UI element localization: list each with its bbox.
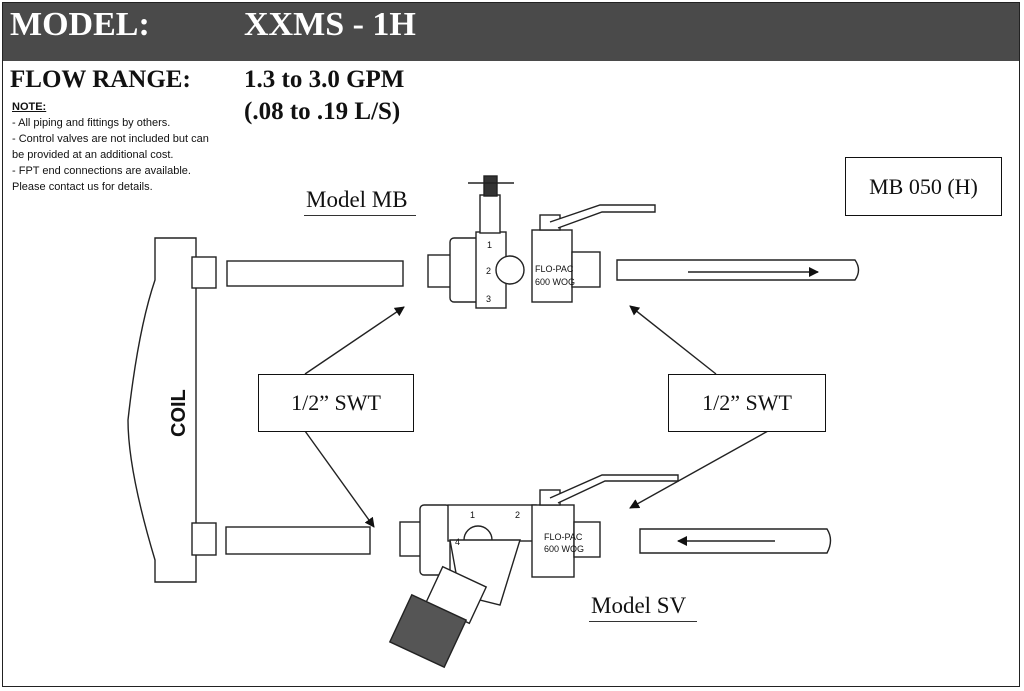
coil-label: COIL bbox=[168, 389, 190, 437]
swt-left-box: 1/2” SWT bbox=[258, 374, 414, 432]
coil-lower-stub bbox=[191, 522, 217, 556]
sv-rating: 600 WOG bbox=[544, 544, 584, 554]
flow-range-label: FLOW RANGE: bbox=[10, 66, 191, 93]
notes-title: NOTE: bbox=[12, 101, 47, 113]
leader-swt-right-up bbox=[629, 305, 717, 375]
note-line: - FPT end connections are available. bbox=[12, 165, 191, 177]
sv-valve bbox=[388, 474, 679, 669]
mb-model-box: MB 050 (H) bbox=[845, 157, 1002, 216]
model-sv-label: Model SV bbox=[591, 593, 687, 618]
leader-swt-right-down bbox=[629, 430, 769, 509]
notes-block: NOTE: - All piping and fittings by other… bbox=[12, 99, 242, 195]
mb-valve bbox=[427, 175, 656, 309]
note-line: Please contact us for details. bbox=[12, 181, 153, 193]
sv-port-4: 4 bbox=[455, 537, 460, 547]
note-line: be provided at an additional cost. bbox=[12, 149, 174, 161]
header-bar bbox=[3, 3, 1019, 61]
flow-range-lps: (.08 to .19 L/S) bbox=[244, 98, 401, 125]
model-label: MODEL: bbox=[10, 6, 150, 43]
pipe-supply-right bbox=[616, 259, 860, 281]
sv-port-2: 2 bbox=[515, 510, 520, 520]
mb-port-2: 2 bbox=[486, 266, 491, 276]
coil-outline bbox=[127, 237, 197, 583]
mb-port-3: 3 bbox=[486, 294, 491, 304]
pipe-supply-left bbox=[226, 260, 404, 287]
coil-upper-stub bbox=[191, 256, 217, 289]
pipe-return-left bbox=[225, 526, 371, 555]
model-mb-label: Model MB bbox=[306, 187, 408, 212]
swt-right-box: 1/2” SWT bbox=[668, 374, 826, 432]
leader-swt-left-up bbox=[304, 306, 405, 375]
note-line: - All piping and fittings by others. bbox=[12, 117, 171, 129]
leader-swt-left-down bbox=[304, 430, 375, 528]
mb-rating: 600 WOG bbox=[535, 277, 575, 287]
sv-port-1: 1 bbox=[470, 510, 475, 520]
model-mb-underline bbox=[304, 215, 416, 216]
model-sv-underline bbox=[589, 621, 697, 622]
sv-brand: FLO-PAC bbox=[544, 532, 583, 542]
mb-port-1: 1 bbox=[487, 240, 492, 250]
flow-range-gpm: 1.3 to 3.0 GPM bbox=[244, 66, 405, 93]
note-line: - Control valves are not included but ca… bbox=[12, 133, 209, 145]
mb-brand: FLO-PAC bbox=[535, 264, 574, 274]
model-value: XXMS - 1H bbox=[244, 6, 416, 43]
